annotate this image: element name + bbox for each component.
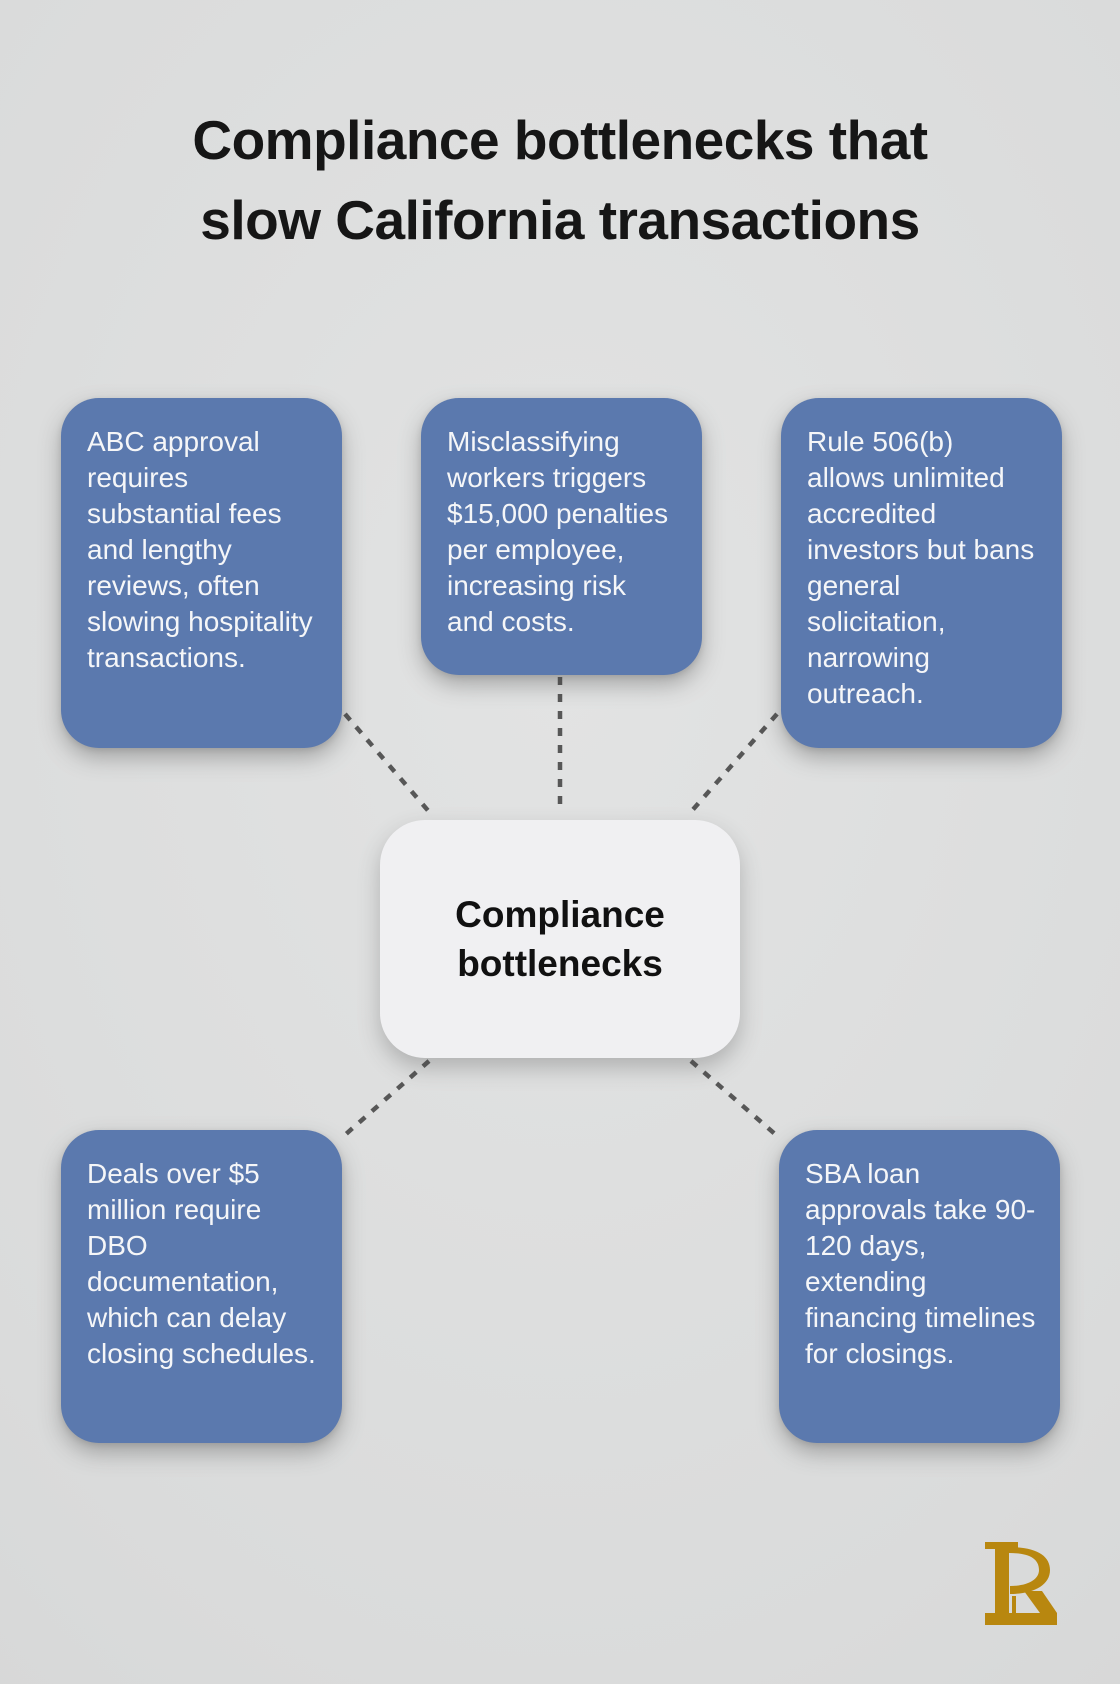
center-node-compliance-bottlenecks: Compliance bottlenecks [380, 820, 740, 1058]
node-text: ABC approval requires substantial fees a… [87, 426, 313, 673]
lp-monogram-icon [985, 1542, 1057, 1625]
node-rule-506b: Rule 506(b) allows unlimited accredited … [781, 398, 1062, 748]
connector-top-right [687, 712, 779, 816]
page-title-line-1: Compliance bottlenecks that [192, 109, 928, 171]
lp-monogram-logo [982, 1542, 1060, 1626]
node-text: Deals over $5 million require DBO docume… [87, 1158, 316, 1369]
node-text: Misclassifying workers triggers $15,000 … [447, 426, 669, 637]
node-sba-loan-approvals: SBA loan approvals take 90-120 days, ext… [779, 1130, 1060, 1443]
connector-bottom-right [689, 1059, 777, 1136]
connector-bottom-left [344, 1059, 431, 1136]
node-text: SBA loan approvals take 90-120 days, ext… [805, 1158, 1036, 1369]
connector-top-left [343, 712, 433, 816]
node-abc-approval: ABC approval requires substantial fees a… [61, 398, 342, 748]
page-title-line-2: slow California transactions [200, 189, 920, 251]
node-text: Rule 506(b) allows unlimited accredited … [807, 426, 1035, 709]
node-worker-misclassification: Misclassifying workers triggers $15,000 … [421, 398, 702, 675]
center-node-label: Compliance bottlenecks [455, 894, 665, 984]
node-dbo-documentation: Deals over $5 million require DBO docume… [61, 1130, 342, 1443]
page-title: Compliance bottlenecks that slow Califor… [0, 100, 1120, 260]
